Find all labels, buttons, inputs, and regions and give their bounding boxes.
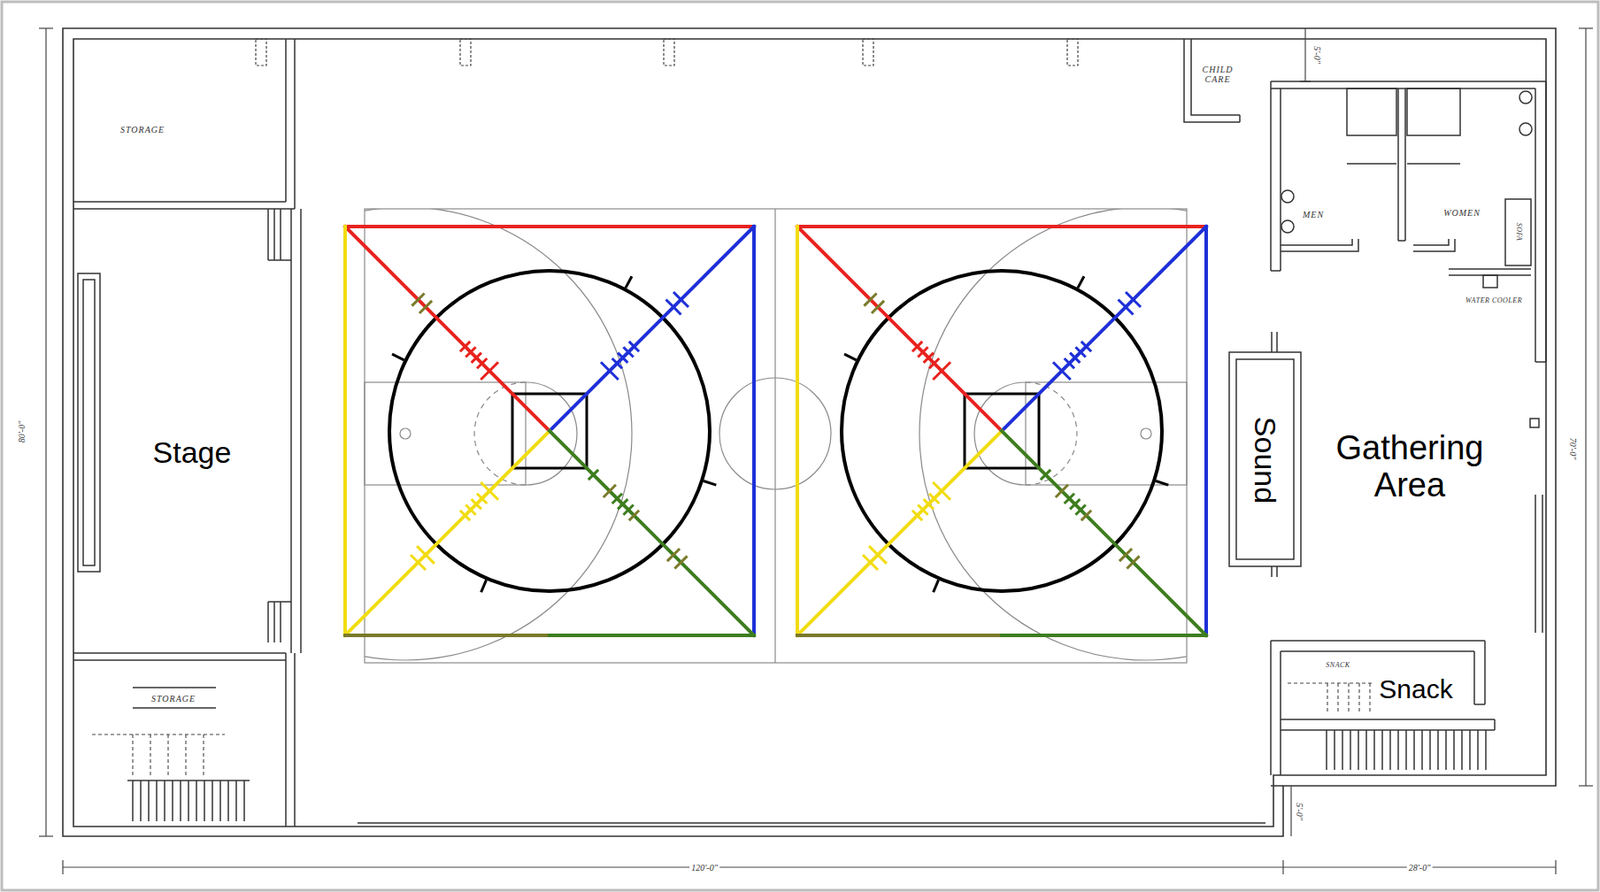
dimension-label: 70'-0" xyxy=(1568,436,1578,462)
dimension-label: 5'-0" xyxy=(1294,800,1305,823)
room-label: SNACK xyxy=(1325,661,1350,670)
stage-area: Stage xyxy=(73,208,292,654)
area-label: Gathering Area xyxy=(1307,430,1512,505)
mens-restroom: MEN xyxy=(1280,88,1399,246)
room-label: Stage xyxy=(153,436,232,470)
sound-booth: Sound xyxy=(1236,359,1294,560)
room-label: WOMEN xyxy=(1443,207,1481,218)
room-label: MEN xyxy=(1302,209,1324,220)
room-label: CHILD CARE xyxy=(1196,64,1239,85)
dimension-label: 5'-0" xyxy=(1312,44,1323,66)
room-label: Snack xyxy=(1376,674,1454,704)
room-label: Sound xyxy=(1247,416,1281,504)
dimension-label: 28'-0" xyxy=(1407,862,1433,873)
fixture-label: WATER COOLER xyxy=(1465,297,1523,306)
womens-restroom: WOMEN xyxy=(1405,88,1536,246)
room-label: STORAGE xyxy=(151,693,196,704)
fixture-label: SOFA xyxy=(1515,223,1524,242)
dimension-label: 120'-0" xyxy=(689,862,720,873)
storage-room: STORAGE xyxy=(73,38,286,202)
room-label: STORAGE xyxy=(120,124,165,135)
child-care-room: CHILD CARE xyxy=(1191,38,1240,116)
snack-room: SNACK Snack xyxy=(1280,651,1475,720)
storage-room: STORAGE xyxy=(73,660,286,827)
dimension-label: 80'-0" xyxy=(16,419,27,446)
